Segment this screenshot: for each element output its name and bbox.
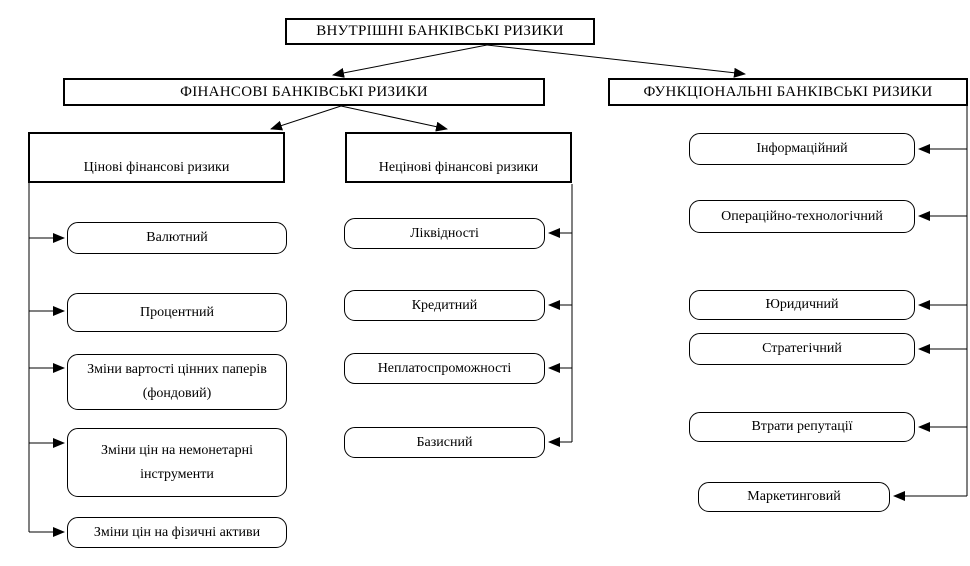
box-insolvency-risk: Неплатоспроможності [344, 353, 545, 384]
box-internal-bank-risks: ВНУТРІШНІ БАНКІВСЬКІ РИЗИКИ [285, 18, 595, 45]
box-currency-risk: Валютний [67, 222, 287, 254]
box-basis-risk: Базисний [344, 427, 545, 458]
box-nonprice-financial-risks: Нецінові фінансові ризики [345, 132, 572, 183]
box-functional-risks: ФУНКЦІОНАЛЬНІ БАНКІВСЬКІ РИЗИКИ [608, 78, 968, 106]
box-legal-risk: Юридичний [689, 290, 915, 320]
box-physical-assets-risk: Зміни цін на фізичні активи [67, 517, 287, 548]
box-reputation-loss-risk: Втрати репутації [689, 412, 915, 442]
box-operational-tech-risk: Операційно-технологічний [689, 200, 915, 233]
box-information-risk: Інформаційний [689, 133, 915, 165]
box-price-financial-risks: Цінові фінансові ризики [28, 132, 285, 183]
box-liquidity-risk: Ліквідності [344, 218, 545, 249]
box-credit-risk: Кредитний [344, 290, 545, 321]
box-strategic-risk: Стратегічний [689, 333, 915, 365]
box-marketing-risk: Маркетинговий [698, 482, 890, 512]
box-financial-risks: ФІНАНСОВІ БАНКІВСЬКІ РИЗИКИ [63, 78, 545, 106]
box-nonmonetary-instruments-risk: Зміни цін на немонетарні інструменти [67, 428, 287, 497]
box-securities-value-risk: Зміни вартості цінних паперів (фондовий) [67, 354, 287, 410]
box-interest-rate-risk: Процентний [67, 293, 287, 332]
